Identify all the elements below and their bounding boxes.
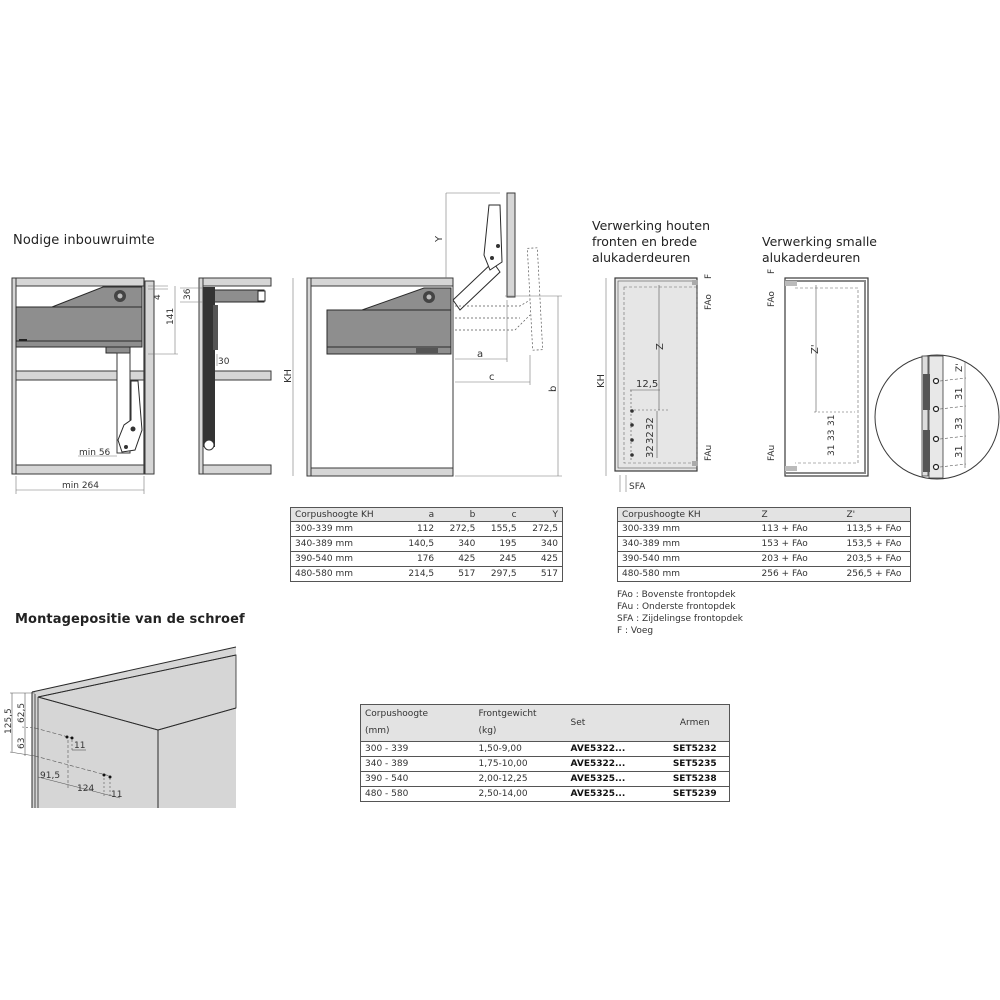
dim-141-label: 141	[166, 308, 176, 325]
min-56-label: min 56	[79, 448, 111, 458]
dim-4-label: 4	[153, 294, 163, 300]
screw-position-diagram: 11 91,5 124 11 125,5 62,5 63	[4, 646, 237, 808]
table-header-row: Corpushoogte KH a b c Y	[290, 507, 563, 522]
FAu-label-narrow: FAu	[767, 445, 777, 461]
dim-31b-detail: 31	[954, 445, 965, 458]
dim-11b-label: 11	[111, 790, 122, 800]
dim-11a-label: 11	[74, 741, 85, 751]
SFA-label: SFA	[629, 482, 646, 492]
c-label: c	[489, 372, 495, 383]
table-header-row: Corpushoogte (mm) Frontgewicht (kg) Set …	[360, 704, 730, 742]
min-264-label: min 264	[62, 481, 99, 491]
a-label: a	[477, 349, 483, 360]
Z-label: Z	[655, 343, 666, 350]
dim-125-5-label: 125,5	[4, 708, 14, 734]
dim-33-detail: 33	[954, 417, 965, 430]
dim-31b-narrow: 31	[827, 445, 837, 456]
dim-62-5-label: 62,5	[17, 703, 27, 723]
dim-32a-label: 32	[645, 417, 656, 430]
abbreviation-legend: FAo : Bovenste frontopdek FAu : Onderste…	[617, 590, 743, 636]
Z-prime-label: Z'	[810, 344, 821, 354]
lift-opening-diagram: Y KH a c b	[283, 192, 562, 477]
FAu-label-wood: FAu	[704, 445, 714, 461]
F-label-wood: F	[704, 274, 714, 279]
KH-label: KH	[283, 369, 294, 383]
Y-label: Y	[434, 235, 445, 243]
dim-32b-label: 32	[645, 431, 656, 444]
install-space-title: Nodige inbouwruimte	[13, 233, 155, 248]
dim-12-5-label: 12,5	[636, 379, 658, 390]
dim-31a-detail: 31	[954, 387, 965, 400]
table-sets: Corpushoogte (mm) Frontgewicht (kg) Set …	[360, 704, 730, 802]
dim-32c-label: 32	[645, 445, 656, 458]
dim-124-label: 124	[77, 784, 94, 794]
b-label: b	[548, 386, 559, 392]
dim-33-narrow: 33	[827, 430, 837, 441]
table-header-row: Corpushoogte KH Z Z'	[617, 507, 911, 522]
FAo-label-narrow: FAo	[767, 291, 777, 307]
dim-36-label: 36	[183, 288, 193, 300]
dim-91-5-label: 91,5	[40, 771, 60, 781]
dim-30-label: 30	[218, 357, 230, 367]
Z-prime-detail: Z'	[955, 363, 965, 372]
dim-31a-narrow: 31	[827, 415, 837, 426]
FAo-label-wood: FAo	[704, 294, 714, 310]
F-label-narrow: F	[767, 269, 777, 274]
screw-position-title: Montagepositie van de schroef	[15, 612, 245, 627]
narrow-alu-diagram: Z' 31 33 31 F FAo FAu Z' 31 33 31	[767, 269, 1000, 480]
wood-fronts-diagram: Z 12,5 32 32 32 KH F FAo FAu SFA	[596, 274, 714, 492]
install-space-front-diagram: 4 141 min 56 min 264 36 30	[11, 277, 272, 494]
narrow-alu-title: Verwerking smalle alukaderdeuren	[762, 234, 877, 265]
KH-label-wood: KH	[596, 374, 607, 388]
wood-fronts-title: Verwerking houten fronten en brede aluka…	[592, 218, 711, 265]
dim-63-label: 63	[17, 738, 27, 749]
